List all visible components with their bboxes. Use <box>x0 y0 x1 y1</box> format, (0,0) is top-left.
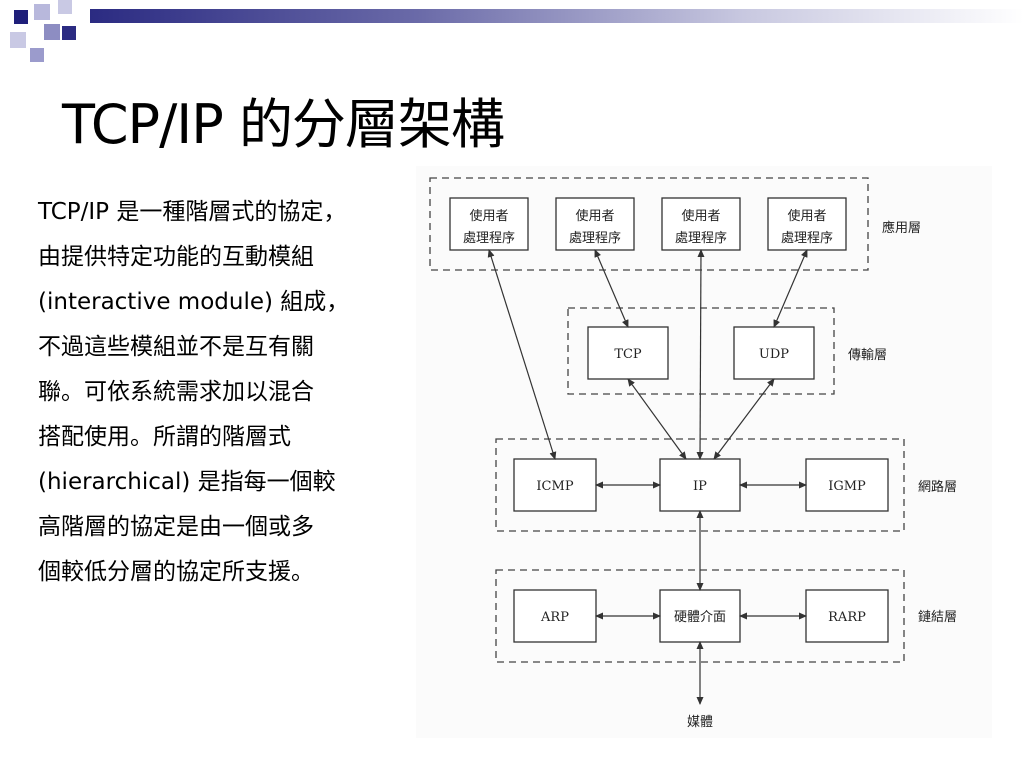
arp-node: ARP <box>513 589 597 643</box>
page-title: TCP/IP 的分層架構 <box>62 93 505 156</box>
udp-label: UDP <box>759 347 789 362</box>
arrow-app1-icmp <box>487 249 557 460</box>
diagram-canvas: 應用層 傳輸層 網路層 鏈結層 使用者 處理程序 使用者 處理程序 使用者 處理… <box>429 177 957 730</box>
app-process-line1: 使用者 <box>787 208 826 224</box>
application-layer-label: 應用層 <box>882 220 921 236</box>
arrow-app4-udp <box>773 249 808 328</box>
corner-square-mid-1 <box>44 24 60 40</box>
application-layer-region <box>429 177 869 271</box>
paragraph-line: 聯。可依系統需求加以混合 <box>38 379 314 405</box>
arp-label: ARP <box>540 610 569 625</box>
app-process-box: 使用者 處理程序 <box>555 197 635 251</box>
hardware-interface-node: 硬體介面 <box>659 589 741 643</box>
icmp-label: ICMP <box>536 479 573 494</box>
tcp-node: TCP <box>587 326 669 380</box>
app-process-line1: 使用者 <box>469 208 508 224</box>
udp-node: UDP <box>733 326 815 380</box>
arrow-tcp-ip <box>627 378 687 460</box>
title-gradient-bar <box>90 9 1024 23</box>
transport-layer-label: 傳輸層 <box>848 348 887 363</box>
ip-label: IP <box>693 479 707 494</box>
paragraph-line: (interactive module) 組成， <box>38 289 350 315</box>
igmp-label: IGMP <box>828 479 866 494</box>
paragraph-line: 不過這些模組並不是互有關 <box>38 334 314 360</box>
app-process-box: 使用者 處理程序 <box>661 197 741 251</box>
app-process-box: 使用者 處理程序 <box>449 197 529 251</box>
icmp-node: ICMP <box>513 458 597 512</box>
app-process-line1: 使用者 <box>575 208 614 224</box>
arrow-udp-ip <box>713 378 775 460</box>
igmp-node: IGMP <box>805 458 889 512</box>
paragraph-line: (hierarchical) 是指每一個較 <box>38 469 336 495</box>
corner-square-light-1 <box>34 4 50 20</box>
rarp-node: RARP <box>805 589 889 643</box>
corner-square-navy-1 <box>14 10 28 24</box>
app-process-line2: 處理程序 <box>781 231 833 246</box>
media-label: 媒體 <box>687 715 713 730</box>
ip-node: IP <box>659 458 741 512</box>
rarp-label: RARP <box>828 610 866 625</box>
corner-square-light-3 <box>10 32 26 48</box>
paragraph-line: 由提供特定功能的互動模組 <box>38 244 314 270</box>
app-process-line2: 處理程序 <box>569 231 621 246</box>
paragraph-line: 搭配使用。所謂的階層式 <box>38 424 291 450</box>
app-process-line2: 處理程序 <box>675 231 727 246</box>
description-paragraph: TCP/IP 是一種階層式的協定， 由提供特定功能的互動模組 (interact… <box>38 190 428 595</box>
corner-square-mid-2 <box>30 48 44 62</box>
app-process-line1: 使用者 <box>681 208 720 224</box>
hardware-interface-label: 硬體介面 <box>674 610 726 625</box>
corner-square-light-2 <box>58 0 72 14</box>
paragraph-line: 高階層的協定是由一個或多 <box>38 514 314 540</box>
network-layer-label: 網路層 <box>918 479 957 495</box>
link-layer-label: 鏈結層 <box>918 610 957 625</box>
paragraph-line: 個較低分層的協定所支援。 <box>38 559 314 585</box>
paragraph-line: TCP/IP 是一種階層式的協定， <box>38 199 347 225</box>
arrow-app3-ip <box>696 249 705 460</box>
tcp-label: TCP <box>614 347 642 362</box>
arrow-app2-tcp <box>594 249 629 328</box>
app-process-line2: 處理程序 <box>463 231 515 246</box>
app-process-box: 使用者 處理程序 <box>767 197 847 251</box>
corner-square-navy-2 <box>62 26 76 40</box>
tcpip-layer-diagram: 應用層 傳輸層 網路層 鏈結層 使用者 處理程序 使用者 處理程序 使用者 處理… <box>416 166 992 738</box>
